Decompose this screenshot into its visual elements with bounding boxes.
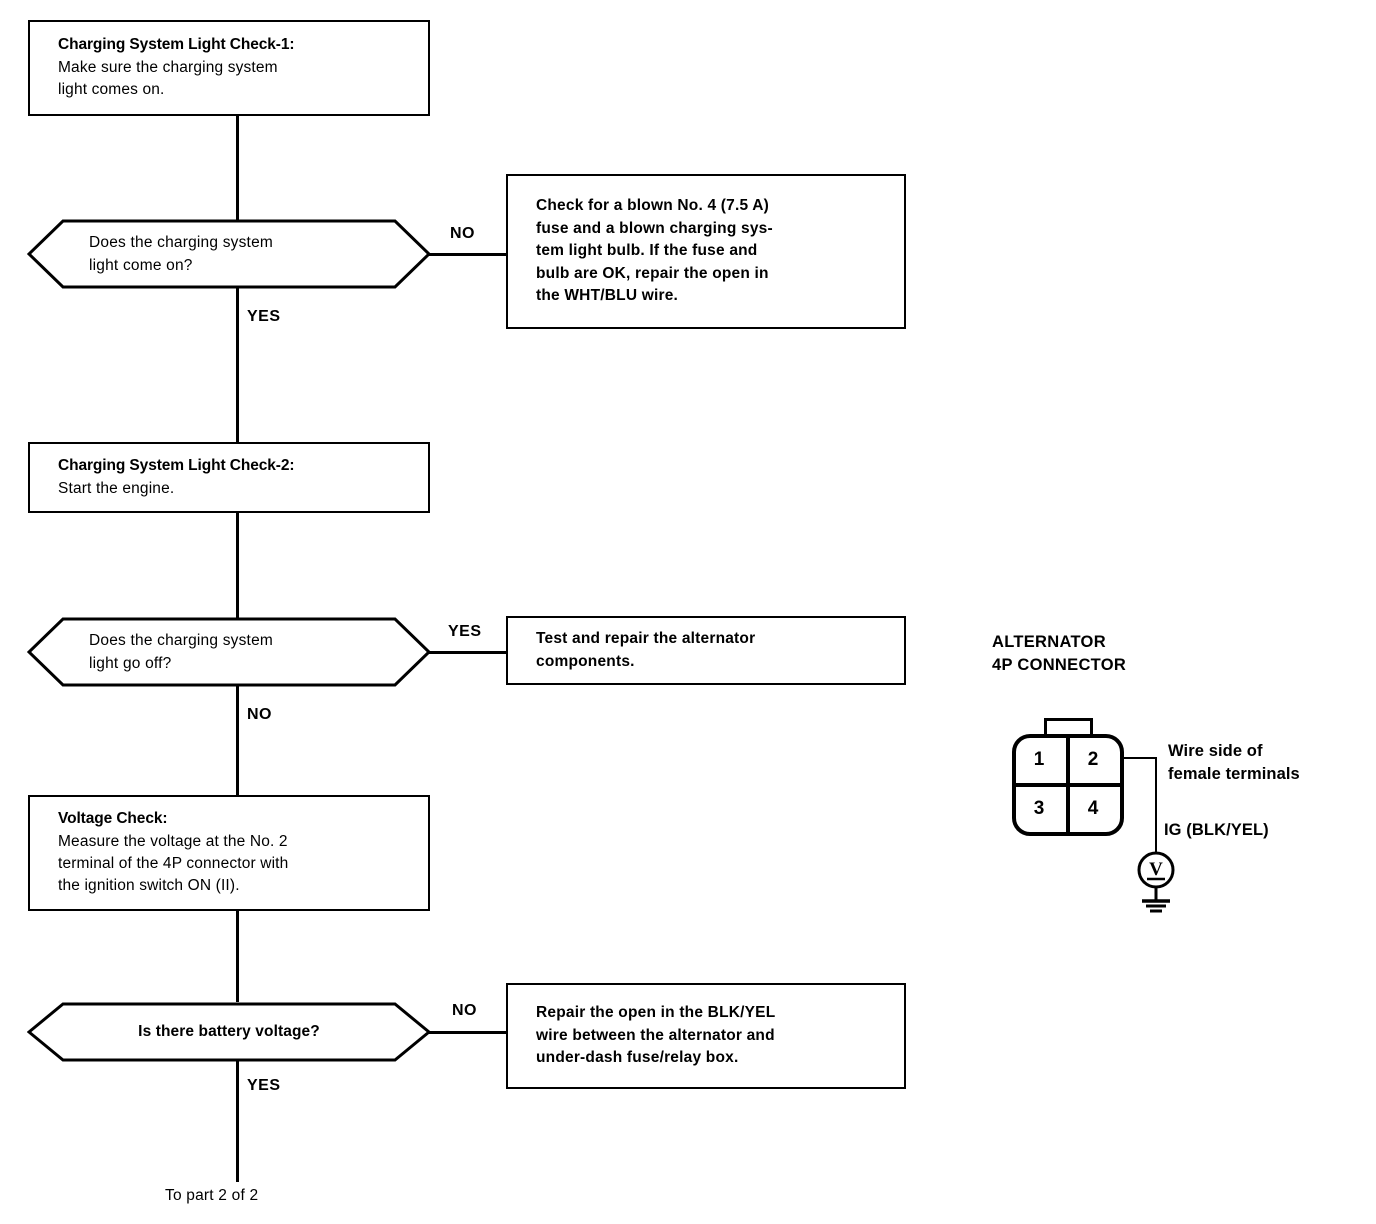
connector-line-decision1-to-step2 [236, 288, 239, 443]
decision-battery-voltage: Is there battery voltage? [27, 1002, 431, 1062]
step3-body: Measure the voltage at the No. 2 termina… [58, 832, 289, 895]
connector-pin-1: 1 [1033, 749, 1045, 770]
decision-hexagon-shape [27, 1002, 431, 1062]
branch-line-decision1-no [429, 253, 508, 256]
step2-body: Start the engine. [58, 479, 175, 497]
action-box-check-fuse-bulb: Check for a blown No. 4 (7.5 A) fuse and… [506, 174, 906, 329]
connector-line-step1-to-decision1 [236, 115, 239, 220]
decision-light-come-on: Does the charging system light come on? [27, 219, 431, 289]
branch-label-decision3-yes: YES [247, 1077, 281, 1094]
branch-label-decision1-yes: YES [247, 308, 281, 325]
svg-text:V: V [1149, 859, 1163, 880]
branch-line-decision3-no [429, 1031, 508, 1034]
connector-pin-3: 3 [1033, 798, 1045, 819]
step1-body: Make sure the charging system light come… [58, 58, 278, 99]
connector-grid-horizontal-divider [1014, 783, 1122, 787]
decision-hexagon-shape [27, 617, 431, 687]
connector-pin-4: 4 [1087, 798, 1099, 819]
connector-pin-2: 2 [1087, 749, 1099, 770]
test-lead-horizontal-segment [1122, 757, 1157, 759]
step3-title: Voltage Check: [58, 810, 168, 828]
footer-continuation-label: To part 2 of 2 [165, 1187, 259, 1204]
step1-title: Charging System Light Check-1: [58, 36, 295, 54]
action3-text: Repair the open in the BLK/YEL wire betw… [536, 1004, 776, 1067]
branch-label-decision2-no: NO [247, 706, 272, 723]
connector-line-step3-to-decision3 [236, 910, 239, 1002]
branch-label-decision1-no: NO [450, 225, 475, 242]
connector-latch-tab [1044, 718, 1093, 737]
branch-line-decision2-yes [429, 651, 508, 654]
decision3-text: Is there battery voltage? [138, 1023, 320, 1041]
ig-circuit-label: IG (BLK/YEL) [1164, 821, 1269, 839]
connector-line-decision2-to-step3 [236, 684, 239, 796]
step-box-voltage-check: Voltage Check: Measure the voltage at th… [28, 795, 430, 911]
decision1-text: Does the charging system light come on? [89, 233, 273, 274]
branch-label-decision3-no: NO [452, 1002, 477, 1019]
action-box-test-repair-alternator: Test and repair the alternator component… [506, 616, 906, 685]
step-box-charging-light-check-2: Charging System Light Check-2: Start the… [28, 442, 430, 513]
action-box-repair-blk-yel-wire: Repair the open in the BLK/YEL wire betw… [506, 983, 906, 1089]
step-box-charging-light-check-1: Charging System Light Check-1: Make sure… [28, 20, 430, 116]
wire-side-label: Wire side of female terminals [1168, 742, 1300, 784]
connector-line-decision3-to-footer [236, 1057, 239, 1182]
step2-title: Charging System Light Check-2: [58, 457, 295, 475]
branch-label-decision2-yes: YES [448, 623, 482, 640]
decision-light-go-off: Does the charging system light go off? [27, 617, 431, 687]
connector-diagram-heading: ALTERNATOR 4P CONNECTOR [992, 633, 1127, 675]
test-lead-vertical-segment [1155, 757, 1157, 856]
voltmeter-symbol: V [1137, 851, 1175, 897]
connector-line-step2-to-decision2 [236, 512, 239, 618]
action1-text: Check for a blown No. 4 (7.5 A) fuse and… [536, 197, 773, 305]
action2-text: Test and repair the alternator component… [536, 630, 756, 670]
ground-symbol [1142, 893, 1170, 913]
decision-hexagon-shape [27, 219, 431, 289]
decision2-text: Does the charging system light go off? [89, 631, 273, 672]
